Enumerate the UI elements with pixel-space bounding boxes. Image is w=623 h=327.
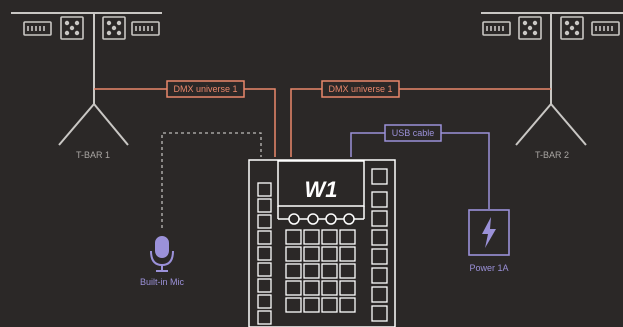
- side-button[interactable]: [257, 182, 272, 197]
- pad[interactable]: [285, 246, 302, 262]
- encoder-knobs: [288, 213, 355, 225]
- dmx-left-label: DMX universe 1: [173, 84, 237, 94]
- right-button-column: [371, 168, 388, 322]
- pad[interactable]: [321, 263, 338, 279]
- side-button[interactable]: [371, 248, 388, 265]
- mic-connection-line: [161, 132, 262, 228]
- device-logo: W1: [305, 177, 338, 202]
- encoder-knob[interactable]: [343, 213, 355, 225]
- mic-label: Built-in Mic: [140, 277, 185, 287]
- side-button[interactable]: [371, 210, 388, 227]
- pad-grid: [285, 229, 356, 313]
- right-stand-label: T-BAR 2: [535, 150, 569, 160]
- left-light-fixtures: [23, 16, 160, 40]
- pad[interactable]: [339, 246, 356, 262]
- par-light-icon: [560, 16, 584, 40]
- side-button[interactable]: [257, 278, 272, 293]
- bar-light-icon: [482, 21, 511, 36]
- dmx-cable-left: DMX universe 1: [94, 80, 276, 157]
- encoder-knob[interactable]: [288, 213, 300, 225]
- side-button[interactable]: [257, 262, 272, 277]
- side-button[interactable]: [257, 230, 272, 245]
- pad[interactable]: [321, 297, 338, 313]
- side-button[interactable]: [371, 168, 388, 185]
- pad[interactable]: [339, 229, 356, 245]
- side-button[interactable]: [371, 191, 388, 208]
- usb-cable-label: USB cable: [392, 128, 435, 138]
- pad[interactable]: [285, 263, 302, 279]
- microphone-icon: [150, 236, 174, 272]
- usb-cable: USB cable: [350, 124, 490, 209]
- device-screen: [277, 160, 365, 207]
- side-button[interactable]: [257, 310, 272, 325]
- left-stand-label: T-BAR 1: [76, 150, 110, 160]
- pad[interactable]: [339, 280, 356, 296]
- side-button[interactable]: [371, 305, 388, 322]
- pad[interactable]: [303, 246, 320, 262]
- par-light-icon: [60, 16, 84, 40]
- pad[interactable]: [321, 246, 338, 262]
- pad[interactable]: [303, 263, 320, 279]
- side-button[interactable]: [257, 214, 272, 229]
- pad[interactable]: [303, 229, 320, 245]
- pad[interactable]: [285, 229, 302, 245]
- encoder-knob[interactable]: [307, 213, 319, 225]
- side-button[interactable]: [257, 198, 272, 213]
- par-light-icon: [102, 16, 126, 40]
- bar-light-icon: [131, 21, 160, 36]
- pad[interactable]: [339, 263, 356, 279]
- power-label: Power 1A: [469, 263, 508, 273]
- side-button[interactable]: [257, 294, 272, 309]
- bar-light-icon: [23, 21, 52, 36]
- dmx-right-label: DMX universe 1: [328, 84, 392, 94]
- side-button[interactable]: [257, 246, 272, 261]
- power-supply: [468, 209, 510, 256]
- pad[interactable]: [285, 280, 302, 296]
- dmx-cable-right: DMX universe 1: [290, 80, 551, 157]
- encoder-knob[interactable]: [325, 213, 337, 225]
- pad[interactable]: [321, 229, 338, 245]
- lightning-bolt-icon: [482, 217, 496, 248]
- par-light-icon: [518, 16, 542, 40]
- left-tbar-stand: [11, 12, 162, 146]
- pad[interactable]: [339, 297, 356, 313]
- right-light-fixtures: [482, 16, 620, 40]
- pad[interactable]: [285, 297, 302, 313]
- side-button[interactable]: [371, 286, 388, 303]
- side-button[interactable]: [371, 267, 388, 284]
- bar-light-icon: [591, 21, 620, 36]
- pad[interactable]: [321, 280, 338, 296]
- pad[interactable]: [303, 297, 320, 313]
- left-button-column: [257, 182, 272, 325]
- side-button[interactable]: [371, 229, 388, 246]
- pad[interactable]: [303, 280, 320, 296]
